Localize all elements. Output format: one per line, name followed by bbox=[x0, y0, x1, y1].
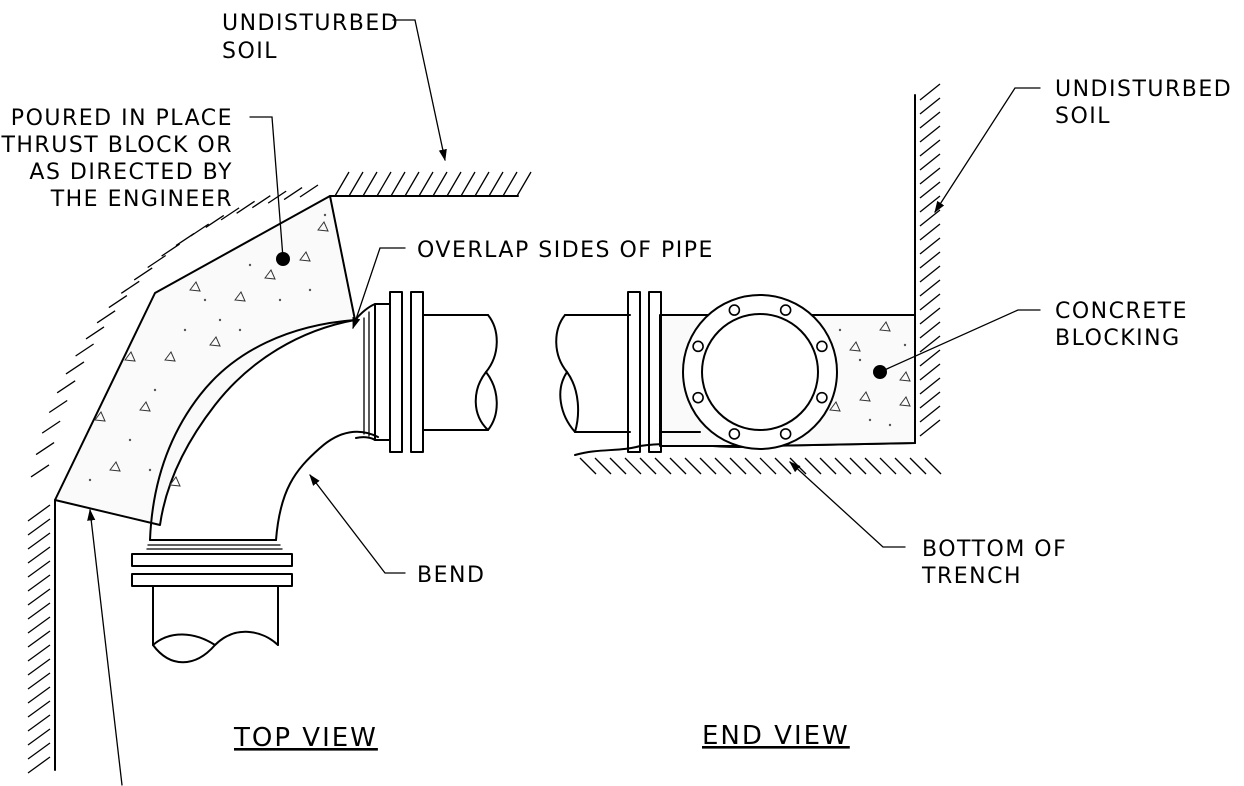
label-thrust-block-2: THRUST BLOCK OR bbox=[0, 133, 233, 158]
label-bend: BEND bbox=[417, 563, 485, 588]
label-thrust-block-1: POURED IN PLACE bbox=[11, 106, 233, 131]
label-overlap: OVERLAP SIDES OF PIPE bbox=[417, 238, 714, 263]
leader-thrust-block bbox=[249, 116, 284, 259]
label-thrust-block-3: AS DIRECTED BY bbox=[29, 160, 233, 185]
label-undisturbed-soil-top-1: UNDISTURBED bbox=[222, 11, 399, 36]
end-view: UNDISTURBED SOIL CONCRETE BLOCKING BOTTO… bbox=[555, 77, 1232, 751]
thrust-block bbox=[54, 195, 356, 526]
label-concrete-blocking-1: CONCRETE bbox=[1055, 299, 1188, 324]
soil-hatching-end-view bbox=[579, 83, 942, 475]
leader-undisturbed-soil-right bbox=[934, 87, 1041, 213]
label-bottom-of-trench-2: TRENCH bbox=[921, 564, 1022, 589]
leader-block-corner bbox=[87, 508, 123, 786]
title-top-view: TOP VIEW bbox=[233, 723, 378, 753]
leader-concrete-blocking bbox=[879, 309, 1041, 373]
concrete-blocking-aggregate bbox=[829, 321, 911, 427]
label-bottom-of-trench-1: BOTTOM OF bbox=[922, 537, 1067, 562]
label-thrust-block-4: THE ENGINEER bbox=[50, 187, 233, 212]
top-view: UNDISTURBED SOIL POURED IN PLACE THRUST … bbox=[0, 11, 714, 786]
label-undisturbed-soil-right-1: UNDISTURBED bbox=[1055, 77, 1232, 102]
leader-bottom-of-trench bbox=[789, 461, 906, 548]
label-undisturbed-soil-right-2: SOIL bbox=[1055, 104, 1111, 129]
label-undisturbed-soil-top-2: SOIL bbox=[222, 39, 278, 64]
concrete-blocking-marker-dot bbox=[873, 365, 887, 379]
leader-bend bbox=[309, 474, 406, 574]
label-concrete-blocking-2: BLOCKING bbox=[1055, 326, 1181, 351]
flange-bolt-holes bbox=[692, 304, 828, 440]
pipe-bend bbox=[131, 291, 498, 664]
leader-overlap bbox=[352, 247, 406, 330]
thrust-block-aggregate bbox=[88, 213, 329, 487]
title-end-view: END VIEW bbox=[702, 721, 850, 751]
thrust-block-marker-dot bbox=[276, 252, 290, 266]
leader-undisturbed-soil-top bbox=[392, 19, 447, 162]
pipe-bore bbox=[701, 313, 819, 431]
soil-hatching-top-view bbox=[27, 171, 532, 774]
